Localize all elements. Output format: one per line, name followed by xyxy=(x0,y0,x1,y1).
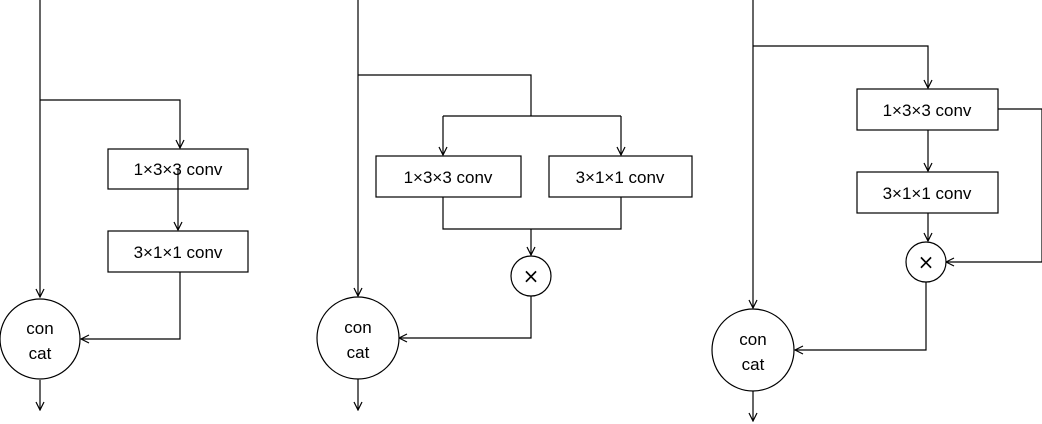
concat-label-line1: con xyxy=(26,319,53,338)
conv-box-1x3x3 xyxy=(375,155,522,198)
conv-box-3x1x1-label: 3×1×1 conv xyxy=(576,168,665,187)
conv-box-1x3x3-label: 1×3×3 conv xyxy=(404,168,493,187)
conv-box-3x1x1-label: 3×1×1 conv xyxy=(883,184,972,203)
conv-box-3x1x1 xyxy=(107,230,249,273)
merge-connector xyxy=(442,197,622,230)
return-path xyxy=(795,282,927,350)
multiply-symbol: × xyxy=(918,250,935,274)
concat-label-line2: cat xyxy=(742,355,765,374)
conv-box-3x1x1 xyxy=(856,171,999,214)
conv-box-1x3x3-label: 1×3×3 conv xyxy=(883,101,972,120)
concat-node xyxy=(316,296,400,380)
conv-box-3x1x1-label: 3×1×1 conv xyxy=(134,243,223,262)
diagram-1: 1×3×3 conv 3×1×1 conv con cat xyxy=(0,0,249,410)
skip-connection xyxy=(946,108,1042,262)
branch-connector xyxy=(753,45,928,88)
branch-connector xyxy=(40,99,180,148)
concat-label-line1: con xyxy=(739,330,766,349)
return-path xyxy=(81,272,181,339)
return-path xyxy=(399,296,532,338)
branch-connector xyxy=(358,74,532,116)
concat-node xyxy=(711,308,795,392)
diagram-3: 1×3×3 conv 3×1×1 conv × con cat xyxy=(711,0,1042,421)
diagram-2: 1×3×3 conv 3×1×1 conv × con cat xyxy=(316,0,693,410)
concat-label-line2: cat xyxy=(347,343,370,362)
conv-box-3x1x1 xyxy=(548,155,693,198)
concat-node xyxy=(0,298,81,380)
conv-box-1x3x3 xyxy=(856,88,999,131)
concat-label-line1: con xyxy=(344,318,371,337)
concat-label-line2: cat xyxy=(29,344,52,363)
multiply-symbol: × xyxy=(523,264,540,288)
